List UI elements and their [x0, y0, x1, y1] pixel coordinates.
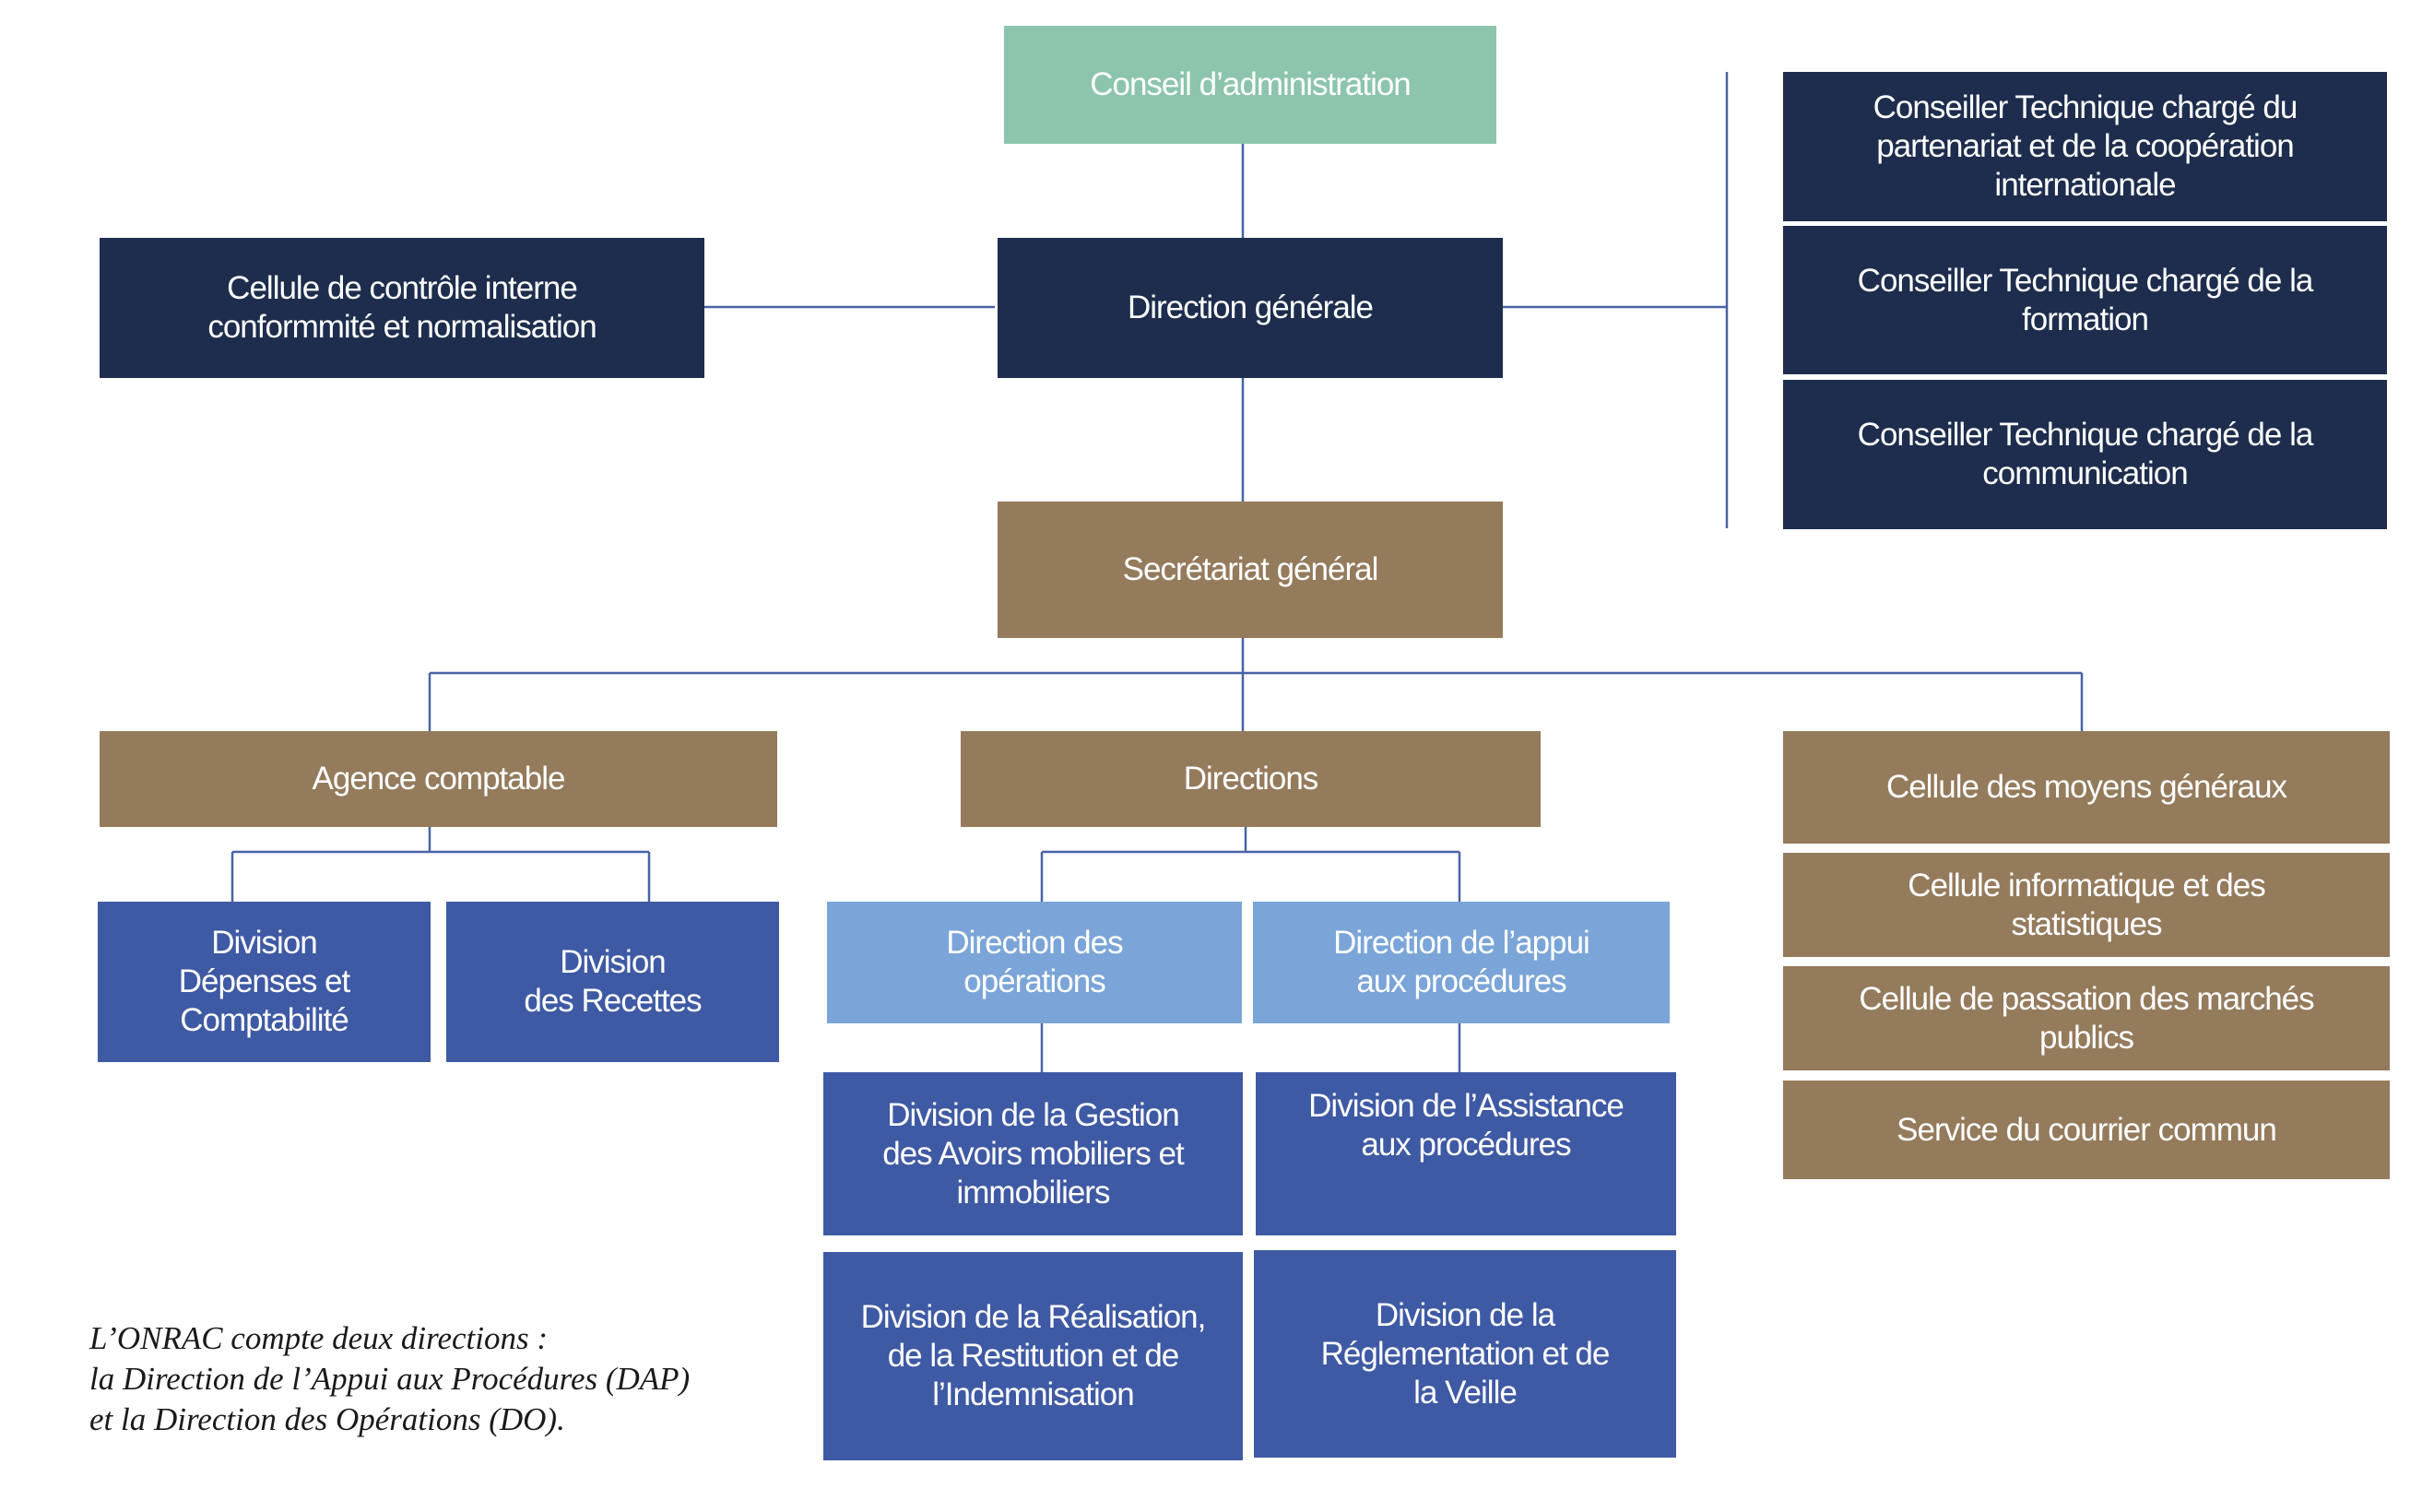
agence-comptable-box: Agence comptable — [100, 731, 777, 827]
footnote-line: la Direction de l’Appui aux Procédures (… — [89, 1360, 691, 1397]
division-depenses-box: Division Dépenses et Comptabilité — [98, 902, 431, 1062]
footnote-line: L’ONRAC compte deux directions : — [89, 1320, 549, 1356]
division-recettes-box: Division des Recettes — [446, 902, 779, 1062]
cellule-informatique-box: Cellule informatique et des statistiques — [1783, 853, 2390, 957]
cellule-moyens-generaux-box: Cellule des moyens généraux — [1783, 731, 2390, 844]
service-courrier-box: Service du courrier commun — [1783, 1081, 2390, 1179]
cellule-controle-box: Cellule de contrôle interne conformmité … — [100, 238, 704, 378]
conseil-administration-box: Conseil d’administration — [1004, 26, 1496, 144]
directions-box: Directions — [961, 731, 1541, 827]
conseiller-formation-box: Conseiller Technique chargé de la format… — [1783, 226, 2387, 374]
cellule-passation-box: Cellule de passation des marchés publics — [1783, 966, 2390, 1070]
secretariat-general-box: Secrétariat général — [998, 502, 1503, 638]
footnote-line: et la Direction des Opérations (DO). — [89, 1400, 565, 1437]
conseiller-communication-box: Conseiller Technique chargé de la commun… — [1783, 380, 2387, 529]
division-reglementation-box: Division de la Réglementation et de la V… — [1254, 1250, 1676, 1458]
direction-appui-box: Direction de l’appui aux procédures — [1253, 902, 1670, 1023]
division-gestion-box: Division de la Gestion des Avoirs mobili… — [823, 1072, 1243, 1235]
direction-generale-box: Direction générale — [998, 238, 1503, 378]
conseiller-partenariat-box: Conseiller Technique chargé du partenari… — [1783, 72, 2387, 221]
direction-operations-box: Direction des opérations — [827, 902, 1242, 1023]
footnote: L’ONRAC compte deux directions : la Dire… — [89, 1318, 790, 1439]
division-realisation-box: Division de la Réalisation, de la Restit… — [823, 1252, 1243, 1460]
division-assistance-box: Division de l’Assistance aux procédures — [1256, 1072, 1676, 1235]
